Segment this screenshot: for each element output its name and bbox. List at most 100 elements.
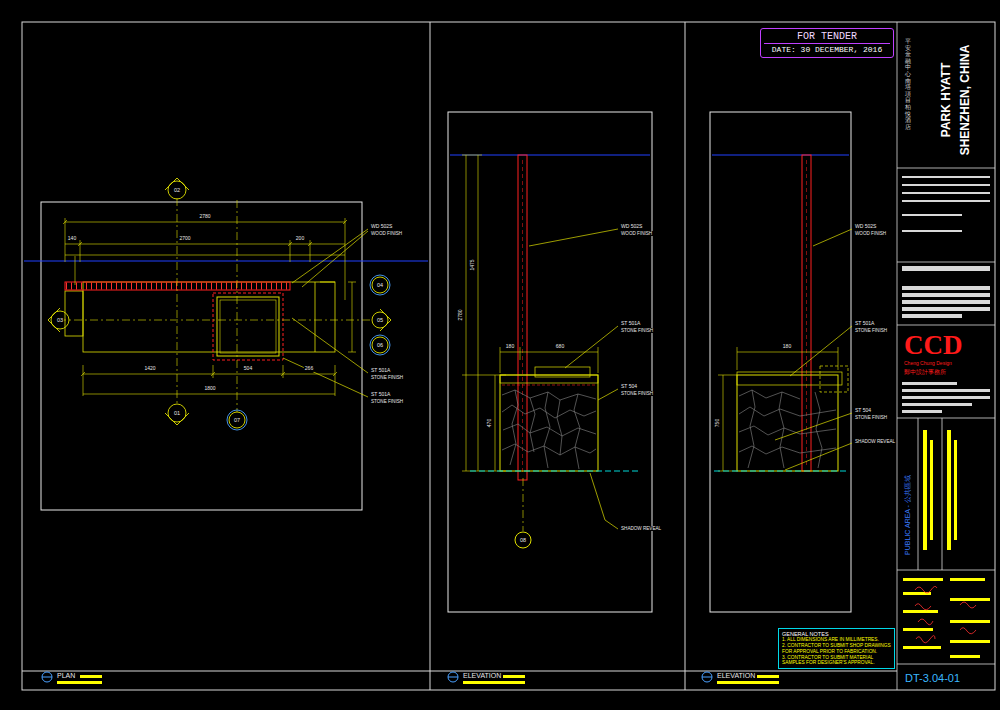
material-note: STONE FINISH: [370, 375, 404, 380]
panel-divider: [430, 22, 431, 690]
stamp-title: FOR TENDER: [764, 31, 890, 44]
material-note: STONE FINISH: [620, 328, 654, 333]
view-title: ELEVATION: [716, 672, 756, 680]
area-name: PUBLIC AREA - 公共區域: [904, 474, 912, 556]
section-number: 01: [173, 410, 181, 416]
datum-line: [24, 260, 428, 261]
material-tag: ST 501A: [370, 392, 391, 398]
material-tag: ST 501A: [854, 321, 875, 327]
material-tag: WD 502S: [854, 224, 877, 230]
dimension: 200: [295, 236, 305, 242]
panel-divider: [685, 22, 686, 690]
datum-line: [450, 154, 650, 155]
material-note: STONE FINISH: [854, 415, 888, 420]
center-line: [523, 478, 524, 531]
note: 2. CONTRACTOR TO SUBMIT SHOP DRAWINGS FO…: [782, 643, 891, 655]
timber-post: [518, 155, 527, 480]
title-bars: [902, 176, 990, 413]
firm-name-cn: 鄭中設計事務所: [903, 369, 947, 376]
view-frame: [41, 202, 362, 510]
title-strip: [22, 671, 897, 672]
general-notes: GENERAL NOTES1. ALL DIMENSIONS ARE IN MI…: [778, 628, 895, 669]
material-tag: WD 502S: [370, 224, 393, 230]
section-number: 05: [376, 317, 384, 323]
section-number: 06: [376, 342, 384, 348]
section-number: 08: [519, 537, 527, 543]
material-note: WOOD FINISH: [620, 231, 653, 236]
section-marker: [515, 532, 531, 548]
material-tag: ST 504: [854, 408, 872, 414]
project-location: SHENZHEN, CHINA: [959, 44, 973, 157]
dimension: 1420: [143, 366, 156, 372]
grid-markers: [227, 275, 390, 430]
callout-leaders: [775, 229, 852, 470]
dimension: 2700: [178, 236, 191, 242]
dimension: 266: [304, 366, 314, 372]
firm-name: Cheng Chung Design: [903, 361, 953, 367]
sheet-border: [22, 22, 995, 690]
dimension: 750: [715, 418, 721, 428]
section-number: 04: [376, 282, 384, 288]
drawing-number: DT-3.04-01: [904, 672, 961, 685]
dimension-lines: [718, 347, 838, 471]
plan-outline: [65, 282, 335, 352]
floor-line: [714, 471, 846, 472]
dimension-lines: [65, 218, 356, 396]
view-frame: [710, 112, 851, 612]
dimension: 680: [555, 344, 565, 350]
datum-line: [712, 154, 849, 155]
dimension: 2780: [198, 214, 211, 220]
section-number: 03: [56, 317, 64, 323]
firm-logo: CCD: [903, 330, 964, 361]
dimension-ticks: [63, 220, 347, 376]
dimension: 140: [67, 236, 77, 242]
material-note: STONE FINISH: [370, 399, 404, 404]
section-number: 02: [173, 187, 181, 193]
tender-stamp: FOR TENDERDATE: 30 DECEMBER, 2016: [760, 28, 894, 58]
stamp-date: DATE: 30 DECEMBER, 2016: [764, 45, 890, 55]
material-tag: ST 504: [620, 384, 638, 390]
material-note: SHADOW REVEAL: [620, 526, 662, 531]
view-frame: [448, 112, 652, 612]
view-title: ELEVATION: [462, 672, 502, 680]
dimension: 2780: [458, 308, 464, 321]
dimension-lines: [462, 155, 598, 471]
dimension: 504: [243, 366, 253, 372]
stone-base: [737, 366, 848, 471]
dimension: 180: [782, 344, 792, 350]
dimension: 470: [487, 418, 493, 428]
material-tag: ST 501A: [370, 368, 391, 374]
material-note: STONE FINISH: [854, 328, 888, 333]
floor-line: [470, 471, 640, 472]
wood-plank: [65, 282, 290, 290]
timber-post: [802, 155, 811, 471]
callout-leaders: [529, 229, 618, 529]
section-markers: [48, 178, 391, 428]
title-block: [897, 22, 995, 690]
material-tag: WD 502S: [620, 224, 643, 230]
view-markers: [42, 672, 712, 682]
stone-base: [500, 367, 598, 471]
dimension: 180: [505, 344, 515, 350]
material-note: WOOD FINISH: [370, 231, 403, 236]
project-name: PARK HYATT: [940, 62, 954, 138]
note: 1. ALL DIMENSIONS ARE IN MILLIMETRES.: [782, 637, 891, 643]
note: 3. CONTRACTOR TO SUBMIT MATERIAL SAMPLES…: [782, 655, 891, 667]
title-bars: [903, 430, 990, 658]
signatures: [915, 586, 976, 642]
dimension: 1800: [203, 386, 216, 392]
material-note: WOOD FINISH: [854, 231, 887, 236]
callout-leaders: [283, 229, 368, 397]
view-bars: [57, 675, 779, 684]
center-lines: [58, 198, 372, 412]
material-note: STONE FINISH: [620, 391, 654, 396]
project-name-cn: 平安金融中心南塔項目柏悅酒店: [905, 38, 911, 130]
notes-heading: GENERAL NOTES: [782, 631, 891, 638]
section-number: 07: [233, 417, 241, 423]
view-title: PLAN: [56, 672, 76, 680]
dimension: 1475: [470, 258, 476, 271]
stone-block-plan: [213, 293, 283, 360]
material-tag: ST 501A: [620, 321, 641, 327]
material-note: SHADOW REVEAL: [854, 439, 896, 444]
